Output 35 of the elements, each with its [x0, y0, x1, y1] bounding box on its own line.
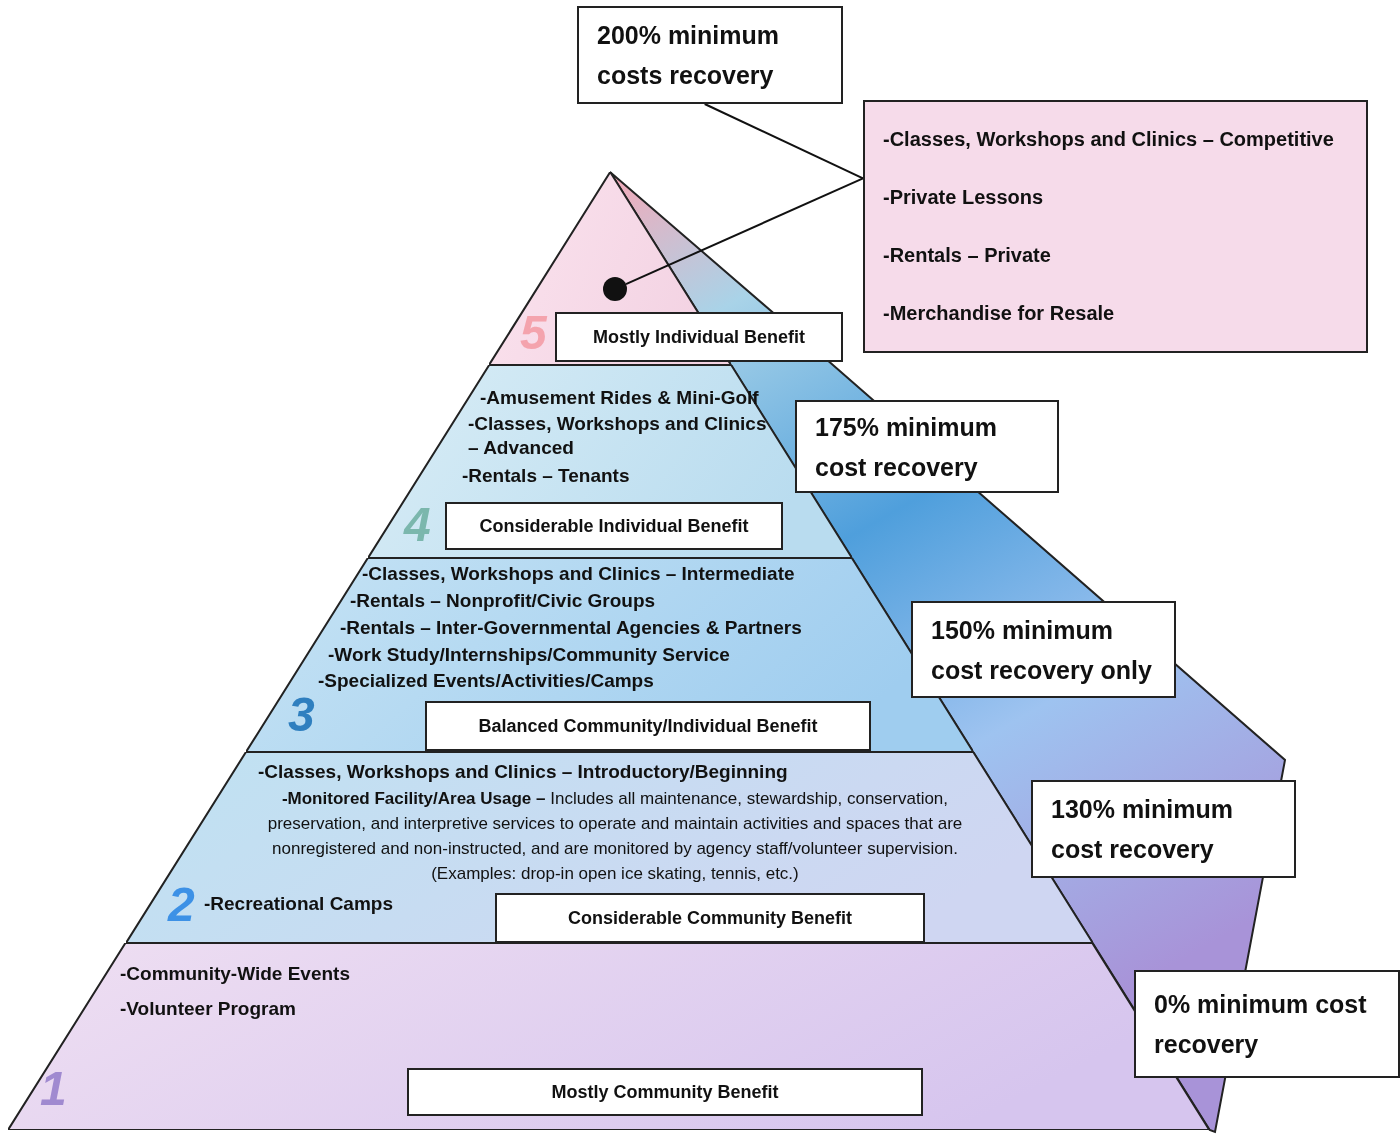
- cost-recovery-box: 0% minimum cost recovery: [1134, 970, 1400, 1078]
- tier-number: 5: [520, 308, 547, 358]
- list-item: -Rentals – Tenants: [462, 464, 631, 488]
- list-item: -Rentals – Nonprofit/Civic Groups: [350, 589, 657, 613]
- list-item: -Classes, Workshops and Clinics – Advanced: [468, 412, 768, 460]
- list-item: -Volunteer Program: [120, 997, 297, 1021]
- tier-number: 2: [168, 880, 195, 930]
- benefit-label: Balanced Community/Individual Benefit: [425, 701, 871, 751]
- tier-number: 1: [40, 1064, 67, 1114]
- list-item: -Community-Wide Events: [120, 962, 351, 986]
- list-item: -Classes, Workshops and Clinics – Intermediate: [362, 562, 796, 586]
- list-item: -Specialized Events/Activities/Camps: [318, 669, 655, 693]
- list-item: -Rentals – Inter-Governmental Agencies & Partners: [340, 616, 803, 640]
- benefit-label: Mostly Community Benefit: [407, 1068, 923, 1116]
- cost-recovery-box: 130% minimum cost recovery: [1031, 780, 1296, 878]
- leader-line: [703, 103, 864, 180]
- cost-recovery-box: 200% minimum costs recovery: [577, 6, 843, 104]
- benefit-label: Mostly Individual Benefit: [555, 312, 843, 362]
- benefit-label: Considerable Community Benefit: [495, 893, 925, 943]
- cost-recovery-box: 175% minimum cost recovery: [795, 400, 1059, 493]
- list-item: -Recreational Camps: [204, 892, 394, 916]
- list-item: -Classes, Workshops and Clinics – Introductory/Beginning: [258, 760, 789, 784]
- list-item: -Private Lessons: [883, 185, 1044, 209]
- tier-number: 4: [404, 500, 431, 550]
- tier-number: 3: [288, 690, 315, 740]
- list-item: -Rentals – Private: [883, 244, 1051, 268]
- description-text: -Monitored Facility/Area Usage – Includes all maintenance, stewardship, conservation, preservation, and interpretive services to operate and maintain activities and spaces that are nonregistered and non-instructed, and are monitored by agency staff/volunteer supervision. (Examples: drop-in open ice skating, tennis, etc.): [266, 788, 964, 885]
- list-item: -Work Study/Internships/Community Service: [328, 643, 731, 667]
- leader-line: [624, 177, 864, 286]
- service-list-box: [863, 100, 1368, 353]
- benefit-label: Considerable Individual Benefit: [445, 502, 783, 550]
- list-item: -Classes, Workshops and Clinics – Competitive: [883, 127, 1334, 151]
- leader-dot: [603, 277, 627, 301]
- cost-recovery-box: 150% minimum cost recovery only: [911, 601, 1176, 698]
- list-item: -Merchandise for Resale: [883, 302, 1115, 326]
